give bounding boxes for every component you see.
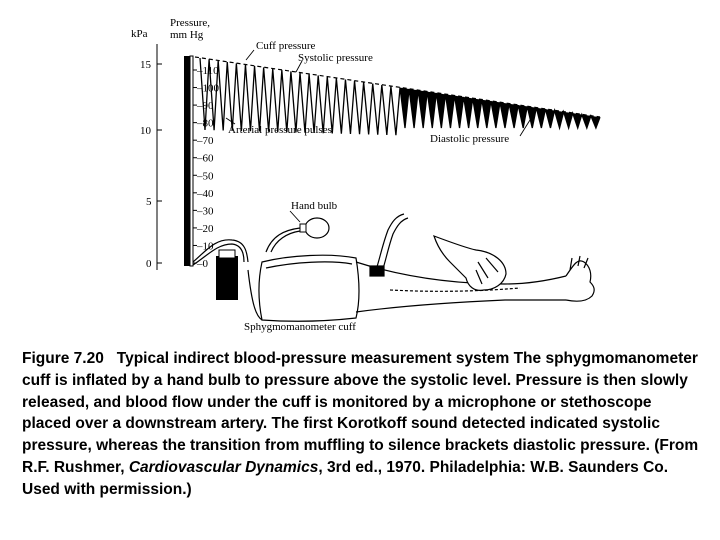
manometer-tube: [192, 239, 249, 263]
hand-bulb-label: Hand bulb: [291, 200, 338, 212]
reservoir: [216, 249, 238, 300]
blood-pressure-diagram: kPa Pressure, mm Hg 15 10 5 0 –110 –10 0 –9…: [131, 17, 601, 333]
kpa-tick-label: 15: [140, 59, 152, 71]
leader-lines: [225, 49, 531, 223]
kpa-axis: 15 10 5 0: [140, 44, 162, 270]
caption-text-end: , 3rd ed., 1970. Philadelphia: W.B. Saun…: [22, 458, 669, 498]
arterial-pulses-label: Arterial pressure pulses: [228, 124, 332, 136]
examiner-hand: [433, 234, 507, 291]
hand-bulb: [265, 217, 330, 253]
figure-number: Figure 7.20: [22, 350, 104, 367]
book-title: Cardiovascular Dynamics: [128, 458, 319, 476]
cuff-label: Sphygmomanometer cuff: [244, 321, 356, 333]
mmhg-tick-label: –70: [196, 135, 214, 147]
mmhg-tick-label: –60: [196, 153, 214, 165]
mmhg-tick-label: –30: [196, 205, 214, 217]
kpa-tick-label: 0: [146, 258, 152, 270]
pressure-axis-label: Pressure,: [170, 17, 210, 29]
arm-with-cuff: [247, 254, 595, 322]
mmhg-tick-label: –20: [196, 223, 214, 235]
figure-caption: Figure 7.20 Typical indirect blood-press…: [22, 348, 702, 501]
mmhg-tick-label: –40: [196, 188, 214, 200]
mmhg-tick-label: –10: [196, 240, 214, 252]
mmhg-tick-label: –50: [196, 170, 214, 182]
stethoscope: [369, 213, 409, 277]
kpa-tick-label: 5: [146, 196, 152, 208]
mmhg-tick-label: –0: [196, 258, 209, 270]
systolic-pressure-label: Systolic pressure: [298, 52, 373, 64]
kpa-tick-label: 10: [140, 125, 152, 137]
cuff-pressure-label: Cuff pressure: [256, 40, 315, 52]
mmhg-tick-label: –110: [196, 65, 219, 77]
kpa-axis-label: kPa: [131, 28, 148, 40]
mmhg-tick-label: –90: [196, 100, 214, 112]
pressure-waveform: [194, 56, 601, 136]
mmhg-axis-label: mm Hg: [170, 29, 204, 41]
caption-text: Typical indirect blood-pressure measurem…: [22, 350, 699, 476]
diastolic-pressure-label: Diastolic pressure: [430, 133, 509, 145]
